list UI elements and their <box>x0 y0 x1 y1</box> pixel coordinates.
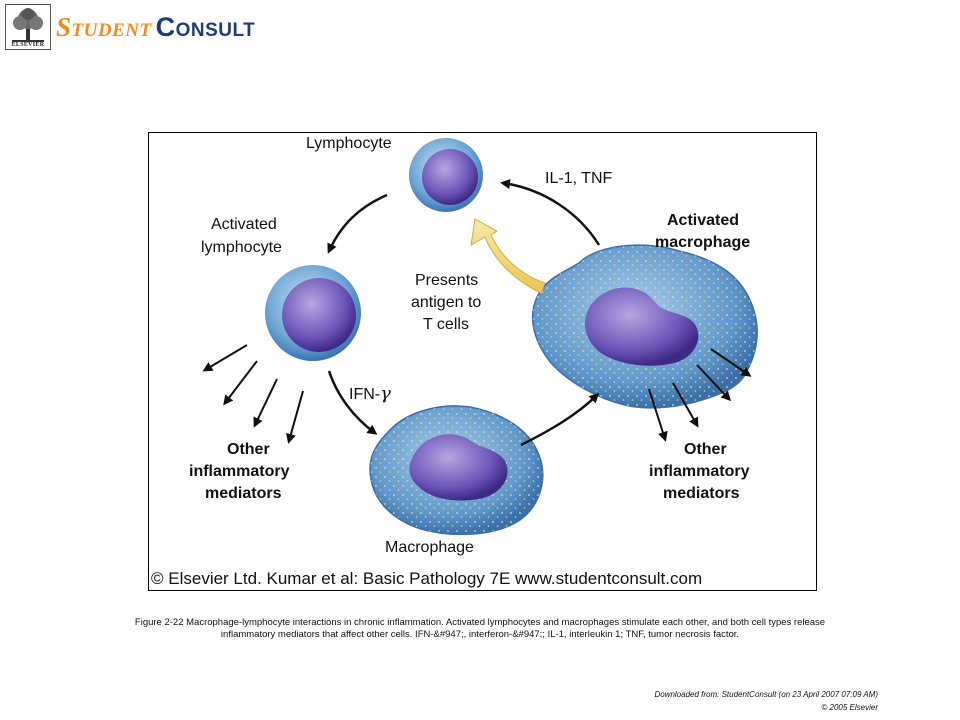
figure-panel: Lymphocyte IL-1, TNF Activated macrophag… <box>148 132 817 591</box>
elsevier-logo: ELSEVIER <box>5 4 51 50</box>
brand-consult: Consult <box>155 12 256 42</box>
label-ifn-text: IFN- <box>349 386 380 403</box>
caption-line-1: Figure 2-22 Macrophage-lymphocyte intera… <box>134 617 826 628</box>
label-other-right-1: Other <box>684 441 727 458</box>
label-other-left-1: Other <box>227 441 270 458</box>
right-mediator-arrows <box>648 348 752 442</box>
label-activated-lymphocyte-2: lymphocyte <box>201 239 282 256</box>
label-ifn-gamma: γ <box>380 383 391 404</box>
label-activated-macrophage-1: Activated <box>667 212 739 229</box>
label-activated-macrophage-2: macrophage <box>655 234 750 251</box>
arrow-macrophage-to-activated <box>520 392 600 447</box>
figure-caption: Figure 2-22 Macrophage-lymphocyte intera… <box>80 617 880 641</box>
macrophage-lymphocyte-diagram: Lymphocyte IL-1, TNF Activated macrophag… <box>151 135 758 588</box>
copyright-note: © 2005 Elsevier <box>821 703 878 712</box>
left-mediator-arrows <box>202 344 304 444</box>
label-other-left-3: mediators <box>205 485 282 502</box>
label-activated-lymphocyte-1: Activated <box>211 216 277 233</box>
label-presents-3: T cells <box>423 316 469 333</box>
presents-antigen-arrow <box>470 218 546 294</box>
label-other-left-2: inflammatory <box>189 463 290 480</box>
arrow-macrophage-to-lymphocyte <box>500 179 601 246</box>
caption-line-2: inflammatory mediators that affect other… <box>220 629 740 640</box>
elsevier-wordmark: ELSEVIER <box>11 42 45 48</box>
brand-student: Student <box>56 12 152 42</box>
label-il1-tnf: IL-1, TNF <box>545 170 613 187</box>
figure-credit: © Elsevier Ltd. Kumar et al: Basic Patho… <box>151 569 702 588</box>
download-note: Downloaded from: StudentConsult (on 23 A… <box>654 690 878 699</box>
activated-macrophage-cell <box>531 244 758 409</box>
lymphocyte-cell <box>409 138 483 212</box>
activated-lymphocyte-cell <box>265 265 361 361</box>
label-lymphocyte: Lymphocyte <box>306 135 392 152</box>
macrophage-cell <box>369 405 544 536</box>
tree-icon <box>12 8 44 42</box>
label-other-right-2: inflammatory <box>649 463 750 480</box>
label-presents-1: Presents <box>415 272 478 289</box>
label-other-right-3: mediators <box>663 485 740 502</box>
arrow-lymphocyte-to-activated <box>327 193 388 254</box>
label-presents-2: antigen to <box>411 294 481 311</box>
label-macrophage: Macrophage <box>385 539 474 556</box>
arrow-activated-to-macrophage <box>327 370 378 435</box>
label-ifn: IFN-γ <box>349 383 391 404</box>
